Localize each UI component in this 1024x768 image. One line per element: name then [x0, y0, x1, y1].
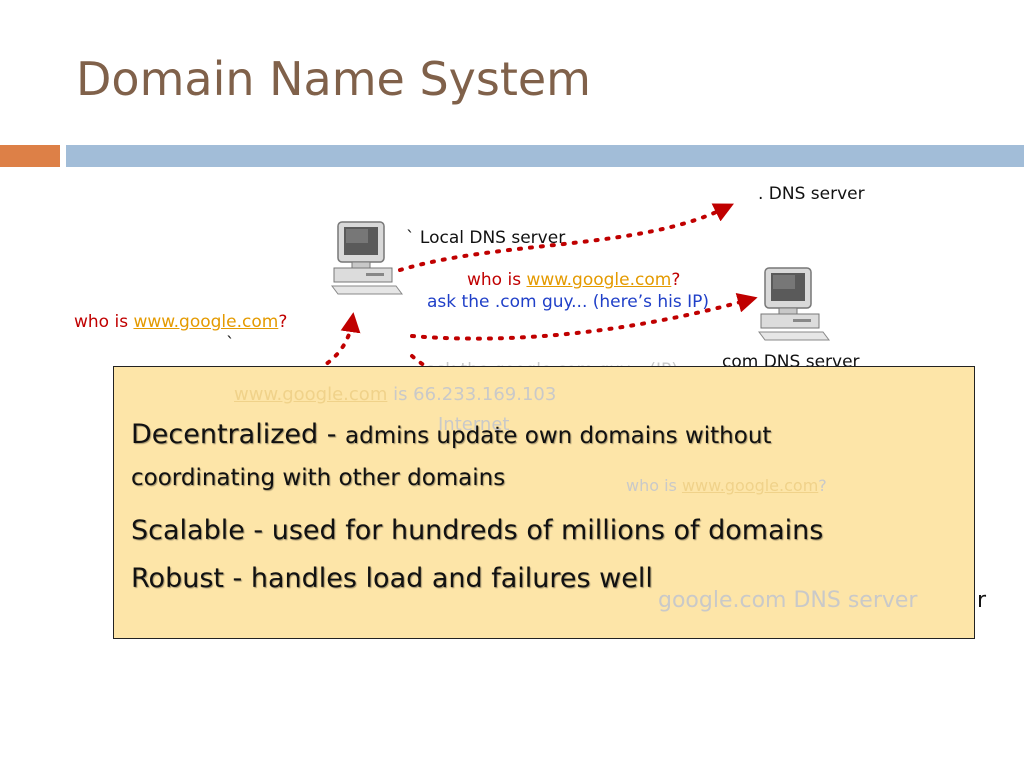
popup-line-scalable: Scalable - used for hundreds of millions…: [131, 515, 824, 546]
ask-com-guy-label: ask the .com guy... (here’s his IP): [427, 292, 710, 312]
local-dns-computer-icon: [331, 221, 403, 295]
summary-popup: Decentralized - admins update own domain…: [113, 366, 975, 639]
internet-label: Internet: [438, 414, 510, 435]
query-who-is-client: who is www.google.com?: [74, 312, 288, 332]
google-link[interactable]: www.google.com: [133, 312, 279, 332]
accent-bar-blue: [66, 145, 1024, 167]
slide-title: Domain Name System: [76, 52, 591, 106]
popup-line-decentralized: Decentralized - admins update own domain…: [131, 419, 772, 450]
google-link[interactable]: www.google.com: [526, 270, 672, 290]
query-who-is-google: who is www.google.com?: [626, 476, 827, 495]
client-tick-label: `: [226, 334, 235, 354]
query-to-root-arrow: [398, 203, 734, 272]
accent-bar-orange: [0, 145, 60, 167]
answer-label: www.google.com is 66.233.169.103: [234, 384, 557, 405]
query-to-com-arrow: [410, 293, 758, 341]
google-dns-server-label: google.com DNS server: [658, 588, 918, 613]
com-dns-computer-icon: [758, 267, 830, 341]
query-who-is-root: who is www.google.com?: [467, 270, 681, 290]
google-dns-server-label-tail: r: [977, 588, 987, 613]
popup-line-coordinating: coordinating with other domains: [131, 465, 506, 491]
local-dns-server-label: ` Local DNS server: [406, 228, 566, 248]
root-dns-server-label: . DNS server: [758, 184, 865, 204]
popup-line-robust: Robust - handles load and failures well: [131, 563, 653, 594]
